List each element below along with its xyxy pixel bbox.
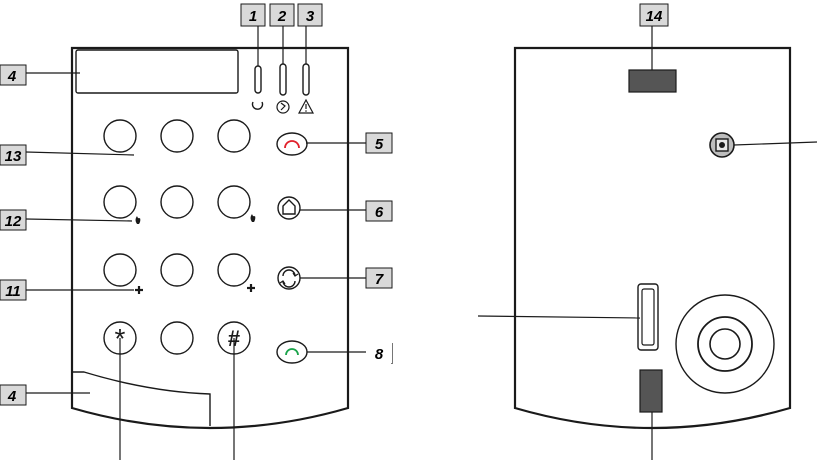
key-row2-col2[interactable] — [160, 185, 194, 219]
callout-box-3 — [297, 3, 323, 27]
callout-label-4-top: 4 — [7, 68, 17, 85]
callout-label-5: 5 — [375, 136, 384, 153]
cycle-button[interactable] — [277, 266, 301, 290]
callout-label-3: 3 — [306, 8, 315, 25]
fire-icon — [250, 214, 256, 222]
key-row4-col2[interactable] — [160, 321, 194, 355]
callout-label-11: 11 — [5, 283, 21, 300]
key-row1-col3[interactable] — [217, 119, 251, 153]
callout-box-13 — [0, 144, 27, 166]
panic-button-icon — [284, 140, 300, 149]
leader-tamper — [733, 141, 817, 146]
front-panel: * # — [70, 46, 350, 430]
plus-icon — [135, 286, 143, 294]
power-arc-icon — [251, 101, 264, 110]
phone-status-icon — [276, 100, 290, 114]
callout-label-6: 6 — [375, 204, 384, 221]
key-row2-col3[interactable] — [217, 185, 251, 219]
callout-box-7 — [365, 267, 393, 289]
call-button-icon — [285, 348, 299, 356]
display-window — [75, 49, 239, 94]
led-3 — [302, 63, 310, 96]
back-callouts: 14 — [477, 3, 817, 460]
key-row3-col3[interactable] — [217, 253, 251, 287]
speaker-icon — [675, 294, 775, 394]
side-connector — [637, 283, 659, 351]
callout-box-5 — [365, 132, 393, 154]
key-row3-col1[interactable] — [103, 253, 137, 287]
callout-label-13: 13 — [5, 148, 22, 165]
fire-icon — [135, 216, 141, 224]
callout-box-4-top — [0, 64, 27, 86]
callout-box-1 — [240, 3, 266, 27]
key-row3-col2[interactable] — [160, 253, 194, 287]
warning-triangle-icon — [297, 98, 315, 114]
panic-button[interactable] — [276, 132, 308, 156]
cycle-button-icon — [282, 269, 296, 277]
tamper-switch — [709, 132, 735, 158]
front-callouts: 1 2 3 4 13 12 11 4 5 6 — [0, 3, 393, 460]
back-panel-outline — [513, 46, 792, 430]
callout-box-14 — [639, 3, 669, 27]
top-clip — [628, 69, 677, 93]
callout-box-6 — [365, 200, 393, 222]
callout-box-4-bottom — [0, 384, 27, 406]
callout-label-12: 12 — [5, 213, 22, 230]
plus-icon — [247, 284, 255, 292]
back-panel — [513, 46, 792, 430]
call-button[interactable] — [276, 340, 308, 364]
callout-box-2 — [269, 3, 295, 27]
home-button[interactable] — [277, 196, 301, 220]
leader-connector — [477, 315, 641, 319]
callout-box-12 — [0, 209, 27, 231]
key-row2-col1[interactable] — [103, 185, 137, 219]
front-panel-outline — [70, 46, 350, 430]
callout-box-8 — [366, 343, 392, 363]
key-row1-col1[interactable] — [103, 119, 137, 153]
key-row1-col2[interactable] — [160, 119, 194, 153]
led-2 — [279, 63, 287, 96]
callout-label-14: 14 — [646, 8, 663, 25]
callout-label-4-bottom: 4 — [7, 388, 17, 405]
callout-label-8: 8 — [375, 346, 384, 363]
led-1 — [254, 65, 262, 94]
label-strip — [72, 371, 211, 426]
bottom-clip — [639, 369, 663, 413]
callout-label-2: 2 — [277, 8, 287, 25]
home-button-icon — [282, 199, 296, 215]
callout-label-7: 7 — [375, 271, 384, 288]
callout-label-1: 1 — [249, 8, 257, 25]
